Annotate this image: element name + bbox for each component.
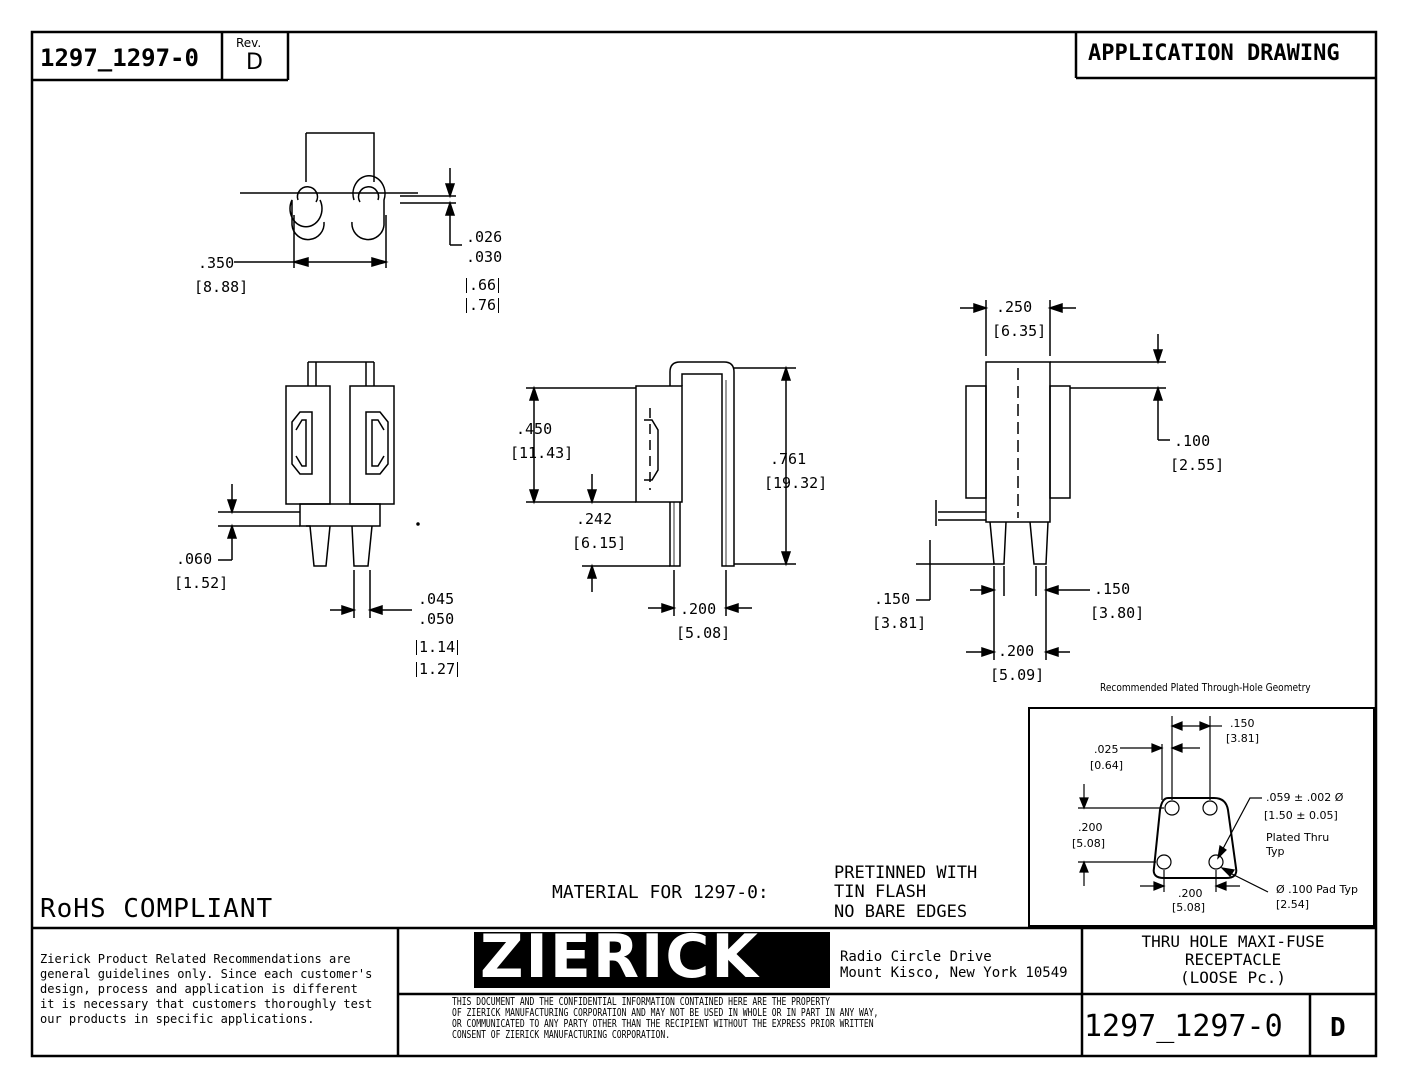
description-line: (LOOSE Pc.) <box>1180 968 1286 987</box>
dim-text: 1.14 <box>416 640 459 655</box>
material-line: TIN FLASH <box>834 882 927 902</box>
part-number-label: 1297_1297-0 <box>40 44 199 72</box>
disclaimer-line: our products in specific applications. <box>40 1012 315 1026</box>
dim-text: .350 <box>198 254 235 272</box>
dim-text: [5.08] <box>1072 837 1106 850</box>
pcb-caption: Recommended Plated Through-Hole Geometry <box>1100 681 1311 694</box>
dim-text: .250 <box>996 298 1033 316</box>
dim-text: .030 <box>466 248 503 266</box>
dim-text: [0.64] <box>1090 759 1124 772</box>
dim-text: [1.50 ± 0.05] <box>1264 809 1338 822</box>
disclaimer-line: general guidelines only. Since each cust… <box>40 967 373 981</box>
legal-line: CONSENT OF ZIERICK MANUFACTURING CORPORA… <box>452 1030 671 1041</box>
dim-text: .150 <box>1094 580 1131 598</box>
dim-text: .045 <box>418 590 455 608</box>
dim-text: [2.54] <box>1276 898 1310 911</box>
disclaimer-line: it is necessary that customers thoroughl… <box>40 997 373 1011</box>
disclaimer-line: design, process and application is diffe… <box>40 982 358 996</box>
bottom-rev: D <box>1330 1013 1346 1043</box>
sheet-border <box>30 30 1378 1058</box>
dim-text: [11.43] <box>510 444 574 462</box>
dim-text: .100 <box>1174 432 1211 450</box>
dim-text: .200 <box>1178 887 1203 900</box>
dim-text: [6.35] <box>992 322 1047 340</box>
dim-text: [6.15] <box>572 534 627 552</box>
description-line: RECEPTACLE <box>1184 950 1282 969</box>
dim-text: .025 <box>1094 743 1119 756</box>
legal-line: THIS DOCUMENT AND THE CONFIDENTIAL INFOR… <box>452 997 830 1008</box>
dim-text: 1.27 <box>416 662 459 677</box>
dim-text: .026 <box>466 228 503 246</box>
dim-text: .200 <box>1078 821 1103 834</box>
legal-line: OR COMMUNICATED TO ANY PARTY OTHER THAN … <box>452 1019 874 1030</box>
dim-text: .060 <box>176 550 213 568</box>
top-view <box>234 132 462 268</box>
dim-text: Plated Thru <box>1266 831 1330 844</box>
material-line: NO BARE EDGES <box>834 902 968 922</box>
dim-text: [8.88] <box>194 278 249 296</box>
end-view <box>916 300 1170 660</box>
dim-text: [5.08] <box>676 624 731 642</box>
rev-value: D <box>246 50 263 75</box>
dim-text: [19.32] <box>764 474 828 492</box>
dim-text: .200 <box>998 642 1035 660</box>
dim-text: .76 <box>466 298 500 313</box>
dim-text: .150 <box>874 590 911 608</box>
dim-text: .450 <box>516 420 553 438</box>
bottom-part-number: 1297_1297-0 <box>1084 1009 1283 1044</box>
material-label: MATERIAL FOR 1297-0: <box>552 882 769 903</box>
material-line: PRETINNED WITH <box>834 863 978 883</box>
dim-text: .200 <box>680 600 717 618</box>
dim-text: [3.81] <box>1226 732 1260 745</box>
dim-text: Ø .100 Pad Typ <box>1276 883 1359 896</box>
side-view <box>526 361 796 616</box>
dim-text: [5.09] <box>990 666 1045 684</box>
dim-text: [1.52] <box>174 574 229 592</box>
dim-text: Typ <box>1266 845 1285 858</box>
address-line: Mount Kisco, New York 10549 <box>840 965 1068 981</box>
dim-text: [5.08] <box>1172 901 1206 914</box>
dim-text: [3.81] <box>872 614 927 632</box>
disclaimer-line: Zierick Product Related Recommendations … <box>40 952 351 966</box>
description-line: THRU HOLE MAXI-FUSE <box>1141 932 1325 951</box>
dim-text: .66 <box>466 278 500 293</box>
legal-line: OF ZIERICK MANUFACTURING CORPORATION AND… <box>452 1008 879 1019</box>
logo-bar <box>474 932 830 988</box>
front-view <box>218 361 420 618</box>
pcb-geometry <box>1078 716 1269 893</box>
drawing-type-label: APPLICATION DRAWING <box>1088 41 1340 66</box>
dim-text: [2.55] <box>1170 456 1225 474</box>
dim-text: .059 ± .002 Ø <box>1266 791 1344 804</box>
zierick-logo: ZIERICK <box>479 922 760 992</box>
dim-text: [3.80] <box>1090 604 1145 622</box>
dim-text: .761 <box>770 450 807 468</box>
rev-label: Rev. <box>236 36 262 50</box>
dim-text: .242 <box>576 510 613 528</box>
rohs-label: RoHS COMPLIANT <box>40 894 274 924</box>
dim-text: .050 <box>418 610 455 628</box>
dim-text: .150 <box>1230 717 1255 730</box>
address-line: Radio Circle Drive <box>840 949 992 965</box>
